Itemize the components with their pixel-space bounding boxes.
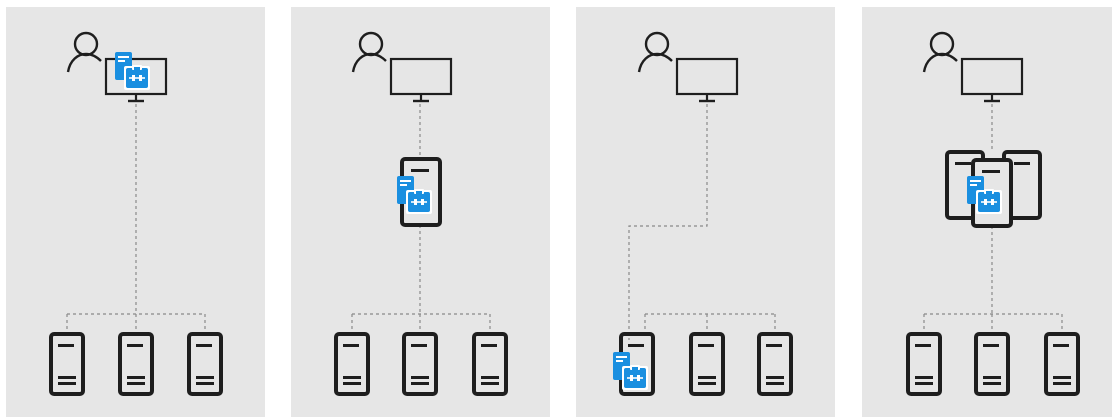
app-icon (397, 176, 432, 214)
server-icon (757, 332, 793, 396)
app-icon (613, 352, 648, 390)
monitor-icon (104, 57, 168, 103)
server-icon (1044, 332, 1080, 396)
server-icon (402, 332, 438, 396)
server-icon (187, 332, 223, 396)
server-icon (689, 332, 725, 396)
server-icon (118, 332, 154, 396)
app-icon (967, 176, 1002, 214)
panel-4 (862, 7, 1112, 417)
server-icon (472, 332, 508, 396)
server-icon (974, 332, 1010, 396)
panel-1 (6, 7, 265, 417)
server-icon (334, 332, 370, 396)
user-icon (637, 31, 673, 73)
panel-2 (291, 7, 550, 417)
connector-line (66, 104, 206, 332)
user-icon (351, 31, 387, 73)
monitor-icon (675, 57, 739, 103)
user-icon (922, 31, 958, 73)
connector-line (923, 104, 1063, 332)
monitor-icon (960, 57, 1024, 103)
server-icon (49, 332, 85, 396)
connector-line (628, 104, 776, 340)
connector-line (351, 104, 491, 332)
monitor-icon (389, 57, 453, 103)
app-icon (115, 52, 150, 90)
server-icon (906, 332, 942, 396)
panel-3 (576, 7, 835, 417)
user-icon (66, 31, 102, 73)
